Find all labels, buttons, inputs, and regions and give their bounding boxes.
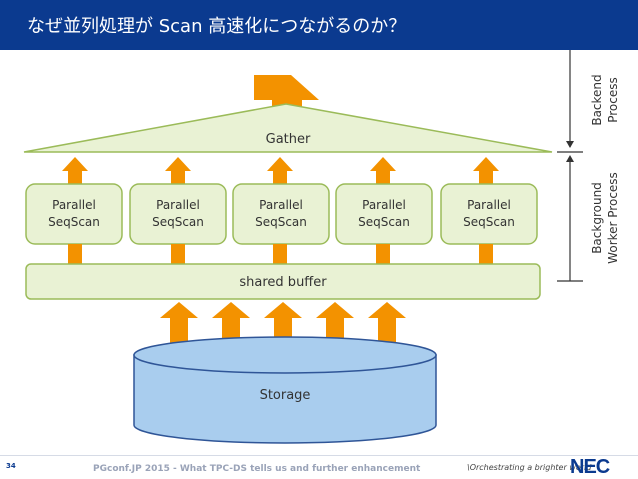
backend-label-1: Backend <box>590 74 604 125</box>
storage-arrow-3 <box>264 302 302 360</box>
worker-label-1b: SeqScan <box>48 215 100 229</box>
worker-arrow-1 <box>62 157 88 184</box>
gather-label: Gather <box>266 132 311 147</box>
worker-label-3b: SeqScan <box>255 215 307 229</box>
storage-arrows <box>160 302 406 360</box>
worker-label-4b: SeqScan <box>358 215 410 229</box>
footer-divider <box>0 455 638 456</box>
storage-arrow-4 <box>316 302 354 360</box>
worker-box-4: Parallel SeqScan <box>335 183 433 245</box>
storage-arrow-5 <box>368 302 406 360</box>
worker-arrow-4 <box>370 157 396 184</box>
storage-arrow-2 <box>212 302 250 360</box>
output-arrow <box>254 75 319 112</box>
shared-buffer-label: shared buffer <box>239 275 327 290</box>
worker-boxes: Parallel SeqScan Parallel SeqScan Parall… <box>25 183 538 245</box>
worker-label-4a: Parallel <box>362 198 406 212</box>
worker-label-5a: Parallel <box>467 198 511 212</box>
process-bracket <box>557 50 583 282</box>
backend-label-2: Process <box>606 77 620 123</box>
nec-logo: NEC <box>570 456 610 478</box>
worker-box-1: Parallel SeqScan <box>25 183 123 245</box>
worker-label-1a: Parallel <box>52 198 96 212</box>
page-number: 34 <box>6 462 16 470</box>
footer-tagline: \Orchestrating a brighter world <box>467 463 592 472</box>
shared-buffer-box <box>25 263 541 300</box>
worker-label-2a: Parallel <box>156 198 200 212</box>
worker-arrows <box>62 157 499 184</box>
worker-process-label: Background Worker Process <box>590 172 620 264</box>
worker-process-label-2: Worker Process <box>606 172 620 264</box>
backend-label: Backend Process <box>590 74 620 125</box>
worker-process-label-1: Background <box>590 182 604 254</box>
worker-box-3: Parallel SeqScan <box>232 183 330 245</box>
footer-text: PGconf.JP 2015 - What TPC-DS tells us an… <box>93 464 421 474</box>
worker-label-5b: SeqScan <box>463 215 515 229</box>
worker-arrow-2 <box>165 157 191 184</box>
worker-arrow-3 <box>267 157 293 184</box>
slide-title: なぜ並列処理が Scan 高速化につながるのか？ <box>27 16 407 37</box>
storage-label: Storage <box>260 388 311 403</box>
title-bar: なぜ並列処理が Scan 高速化につながるのか？ <box>0 0 638 50</box>
worker-box-2: Parallel SeqScan <box>129 183 227 245</box>
storage-arrow-1 <box>160 302 198 360</box>
storage-cylinder <box>133 336 437 444</box>
buffer-connectors <box>68 244 493 264</box>
gather-triangle <box>23 103 553 153</box>
worker-arrow-5 <box>473 157 499 184</box>
worker-label-2b: SeqScan <box>152 215 204 229</box>
worker-label-3a: Parallel <box>259 198 303 212</box>
worker-box-5: Parallel SeqScan <box>440 183 538 245</box>
